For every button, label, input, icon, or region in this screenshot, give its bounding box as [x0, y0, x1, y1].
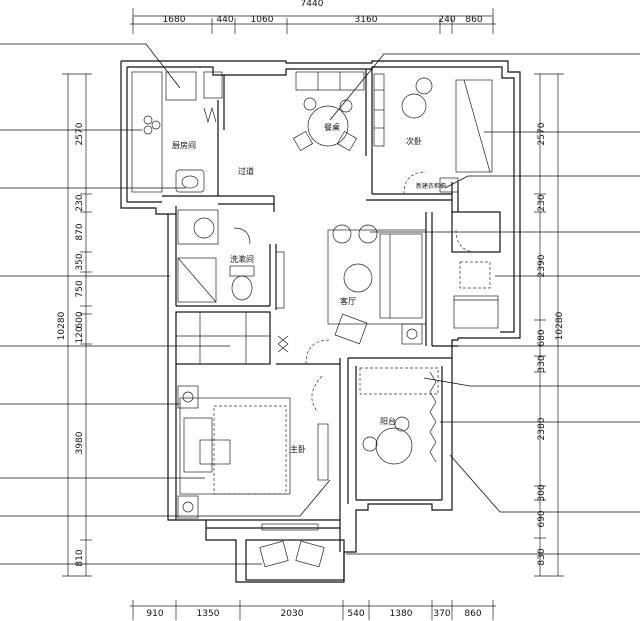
right-dim-7: 300 — [537, 484, 547, 501]
right-dim-2: 230 — [537, 194, 547, 211]
walls — [120, 60, 521, 583]
bottom-dim-2: 1350 — [197, 609, 220, 619]
top-dim-6: 860 — [465, 15, 482, 25]
left-dim-9: 810 — [75, 549, 85, 566]
right-dimension: 2570 230 2390 680 330 2380 300 690 830 1… — [534, 73, 565, 577]
top-dim-4: 3160 — [355, 15, 378, 25]
left-dim-2: 230 — [75, 194, 85, 211]
right-dim-9: 830 — [537, 548, 547, 565]
bottom-dim-4: 540 — [347, 609, 364, 619]
bottom-dim-1: 910 — [146, 609, 163, 619]
room-labels: 厨房间 餐桌 次卧 过道 洗漱间 客厅 主卧 阳台 新建衣柜橱 — [172, 122, 446, 454]
top-total-dim: 7440 — [301, 0, 324, 9]
left-dim-7: 600 — [75, 311, 85, 328]
left-total-dim: 10280 — [57, 311, 67, 340]
room-label-master-bedroom: 主卧 — [290, 444, 306, 454]
right-dim-1: 2570 — [537, 122, 547, 145]
left-dim-6: 120 — [75, 326, 85, 343]
right-total-dim: 10280 — [555, 311, 565, 340]
right-dim-3: 2390 — [537, 254, 547, 277]
bottom-dim-5: 1380 — [390, 609, 413, 619]
room-label-living: 客厅 — [340, 296, 356, 306]
furniture — [131, 71, 479, 568]
room-label-wardrobe-note: 新建衣柜橱 — [416, 182, 446, 190]
left-dim-5: 750 — [75, 280, 85, 297]
left-dimension: 2570 230 870 350 750 120 600 3980 810 10… — [57, 73, 92, 577]
bottom-dimension: 910 1350 2030 540 1380 370 860 — [130, 600, 496, 620]
top-dim-2: 440 — [216, 15, 233, 25]
top-dimension: 7440 1680 440 1060 3160 240 860 — [130, 0, 496, 34]
bottom-dim-6: 370 — [433, 609, 450, 619]
room-label-balcony: 阳台 — [380, 416, 396, 426]
top-dim-1: 1680 — [163, 15, 186, 25]
room-label-corridor: 过道 — [238, 166, 254, 176]
room-label-dining: 餐桌 — [324, 122, 340, 132]
right-dim-6: 2380 — [537, 417, 547, 440]
left-dim-4: 350 — [75, 253, 85, 270]
top-dim-3: 1060 — [251, 15, 274, 25]
right-dim-8: 690 — [537, 510, 547, 527]
bottom-dim-7: 860 — [464, 609, 481, 619]
bottom-dim-3: 2030 — [281, 609, 304, 619]
left-dim-1: 2570 — [75, 122, 85, 145]
right-dim-4: 680 — [537, 329, 547, 346]
right-dim-5: 330 — [537, 355, 547, 372]
top-dim-5: 240 — [438, 15, 455, 25]
room-label-second-bedroom: 次卧 — [406, 136, 422, 146]
left-dim-8: 3980 — [75, 431, 85, 454]
left-dim-3: 870 — [75, 223, 85, 240]
leader-lines — [0, 43, 640, 565]
room-label-bathroom: 洗漱间 — [230, 254, 254, 264]
room-label-kitchen: 厨房间 — [172, 140, 196, 150]
